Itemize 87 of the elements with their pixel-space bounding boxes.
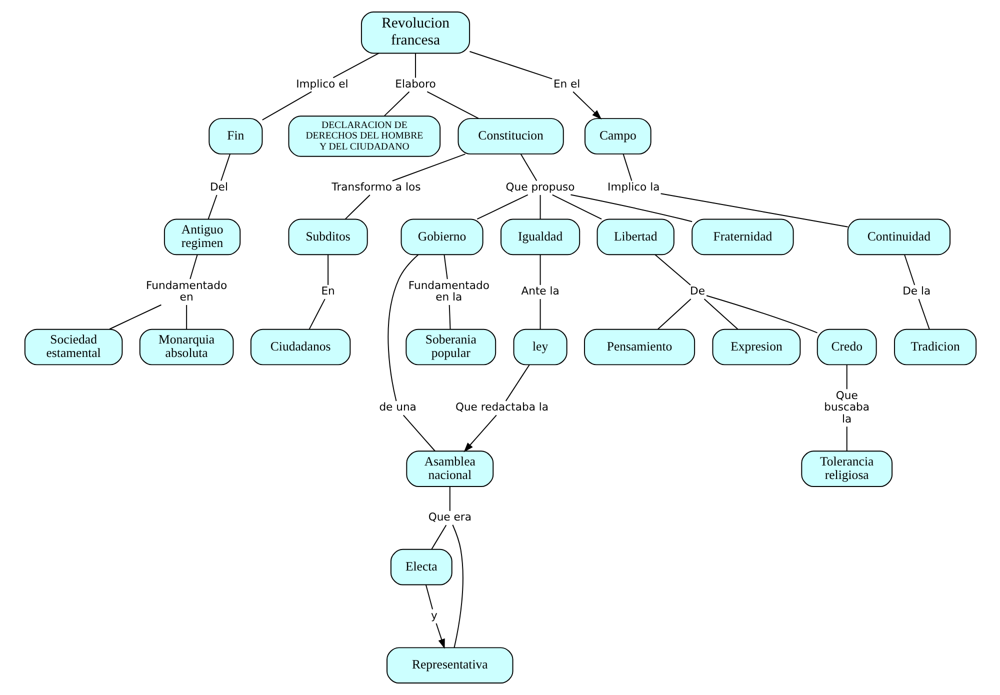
- connector: [430, 524, 446, 550]
- node-box: Representativa: [386, 647, 513, 684]
- connector: [846, 364, 847, 390]
- connector: [539, 194, 540, 220]
- connector: [261, 91, 312, 120]
- connector: [656, 298, 691, 330]
- node-box: Revolucion francesa: [360, 11, 470, 54]
- connector: [383, 91, 410, 116]
- node-box: Gobierno: [400, 218, 483, 256]
- node-text: En el: [552, 77, 580, 90]
- connector: [108, 304, 162, 330]
- node-box: Subditos: [288, 218, 368, 256]
- connector: [414, 52, 416, 78]
- node-text: Fundamentado en: [146, 278, 227, 304]
- node-text: Ante la: [520, 284, 559, 298]
- connector: [703, 298, 738, 330]
- node-box: Fraternidad: [691, 218, 794, 256]
- node-text: Que redactaba la: [454, 400, 548, 414]
- connector: [344, 194, 370, 220]
- connector: [660, 193, 848, 228]
- connector: [452, 524, 463, 648]
- node-box: Soberania popular: [405, 328, 496, 366]
- node-text: Que era: [428, 510, 471, 524]
- connector: [918, 298, 930, 330]
- connector: [654, 254, 690, 286]
- node-text: Fundamentado en la: [408, 278, 489, 304]
- node-box: Fin: [208, 118, 262, 154]
- arrow: [463, 414, 496, 452]
- connector: [426, 91, 479, 119]
- node-text: y: [430, 608, 437, 622]
- connector: [476, 194, 528, 220]
- node-text: de una: [378, 400, 416, 414]
- node-box: Electa: [390, 548, 452, 586]
- connector: [443, 254, 448, 280]
- node-box: Pensamiento: [584, 328, 695, 366]
- connector: [387, 254, 418, 402]
- node-box: Asamblea nacional: [406, 450, 494, 488]
- connector: [402, 414, 436, 452]
- connector: [539, 298, 540, 330]
- connector: [622, 154, 632, 182]
- node-text: En: [320, 284, 334, 298]
- node-box: Libertad: [596, 218, 674, 256]
- node-text: De: [690, 284, 704, 298]
- connector: [520, 154, 537, 182]
- node-text: Que propuso: [505, 180, 574, 194]
- connector: [327, 254, 328, 286]
- node-box: Tradicion: [894, 328, 976, 366]
- connector: [189, 254, 198, 280]
- connector: [308, 298, 325, 330]
- node-box: Credo: [816, 328, 876, 366]
- connector: [706, 295, 818, 334]
- node-text: De la: [902, 284, 930, 298]
- arrow: [572, 91, 602, 120]
- connector: [186, 304, 187, 330]
- node-box: Tolerancia religiosa: [800, 450, 892, 488]
- connector: [468, 51, 552, 80]
- node-box: Sociedad estamental: [24, 328, 122, 366]
- node-text: Transformo a los: [331, 180, 420, 194]
- node-box: Constitucion: [457, 118, 564, 154]
- node-box: Continuidad: [846, 218, 950, 256]
- connector: [846, 426, 847, 452]
- node-box: Igualdad: [500, 218, 580, 256]
- node-text: Del: [210, 180, 228, 194]
- node-text: Implico la: [607, 180, 660, 194]
- connector: [220, 154, 230, 182]
- connector: [904, 254, 915, 286]
- connector: [539, 254, 540, 286]
- connector: [570, 194, 692, 222]
- node-box: Expresion: [712, 328, 800, 366]
- node-box: Campo: [584, 118, 651, 154]
- arrow: [435, 622, 444, 649]
- connector: [448, 304, 450, 330]
- connector: [391, 154, 466, 182]
- connector: [332, 52, 379, 78]
- connector: [207, 194, 217, 220]
- connector: [551, 194, 602, 220]
- connector: [448, 486, 450, 512]
- connector: [424, 584, 433, 610]
- node-text: Elaboro: [394, 77, 436, 90]
- node-box: DECLARACION DE DERECHOS DEL HOMBRE Y DEL CIUDADANO: [288, 116, 440, 157]
- node-box: Monarquia absoluta: [138, 328, 234, 366]
- node-box: Antiguo regimen: [163, 218, 240, 256]
- node-box: ley: [512, 328, 567, 366]
- node-text: Que buscaba la: [824, 388, 870, 426]
- node-box: Ciudadanos: [250, 328, 350, 366]
- node-text: Implico el: [296, 77, 348, 90]
- connector: [504, 364, 530, 402]
